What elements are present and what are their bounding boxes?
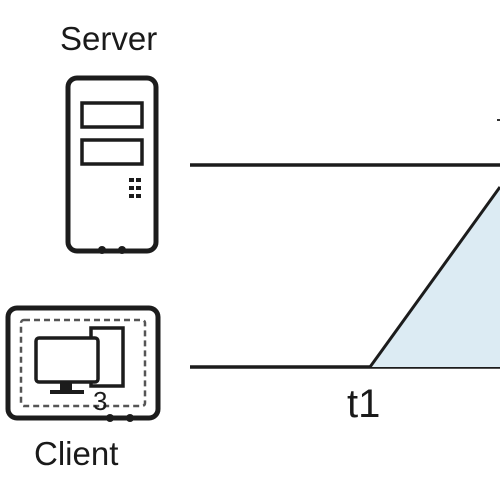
server-tower-icon	[65, 75, 159, 254]
server-label: Server	[60, 20, 158, 57]
message-arrow-line	[368, 186, 500, 368]
time-label-t1: t1	[347, 382, 381, 426]
svg-text:3: 3	[93, 386, 107, 416]
client-label: Client	[34, 435, 119, 472]
client-computer-icon: 3	[5, 305, 161, 422]
